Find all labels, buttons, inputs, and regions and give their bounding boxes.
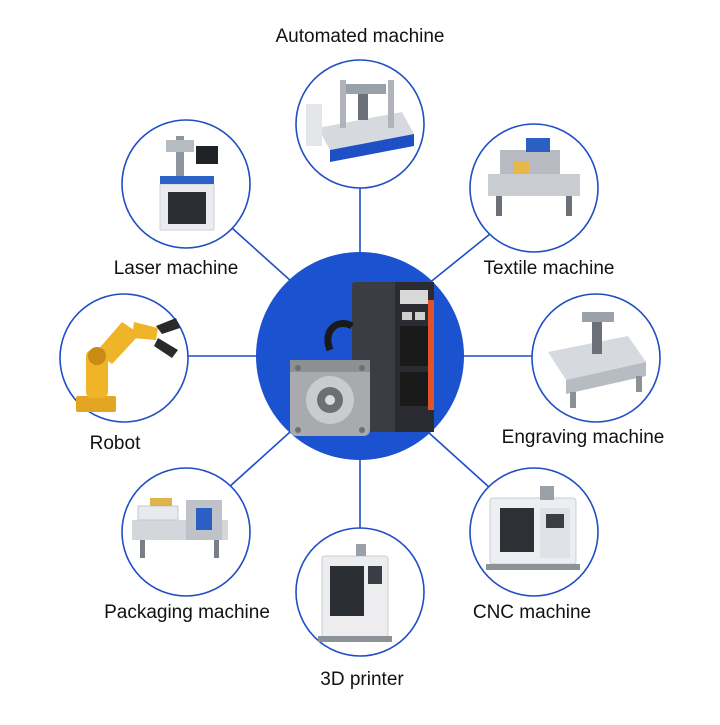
node-engraving [531,293,661,423]
center-node [256,252,464,460]
label-cnc: CNC machine [472,602,592,623]
label-automated: Automated machine [275,26,445,47]
label-laser: Laser machine [113,258,239,279]
packaging-machine-icon [132,498,228,558]
label-printer3d: 3D printer [320,669,404,690]
label-robot: Robot [89,433,141,454]
node-robot [59,293,189,423]
node-automated [295,59,425,189]
laser-marker-icon [159,136,218,231]
robot-arm-icon [76,318,180,412]
label-textile: Textile machine [483,258,615,279]
engraving-machine-icon [548,312,646,408]
node-packaging [121,467,251,597]
connector-laser [231,227,293,283]
3d-printer-icon [318,544,392,642]
connector-cnc [427,431,491,489]
node-laser [121,119,251,249]
cnc-machine-icon [486,486,580,570]
servo-motor-drive-icon [290,282,434,436]
connector-packaging [227,431,291,489]
node-textile [469,123,599,253]
label-engraving: Engraving machine [501,427,665,448]
connectors [188,188,532,528]
textile-machine-icon [488,138,580,216]
connector-textile [427,233,491,285]
cnc-router-icon [306,80,414,162]
node-cnc [469,467,599,597]
label-packaging: Packaging machine [104,602,270,623]
node-printer3d [295,527,425,657]
